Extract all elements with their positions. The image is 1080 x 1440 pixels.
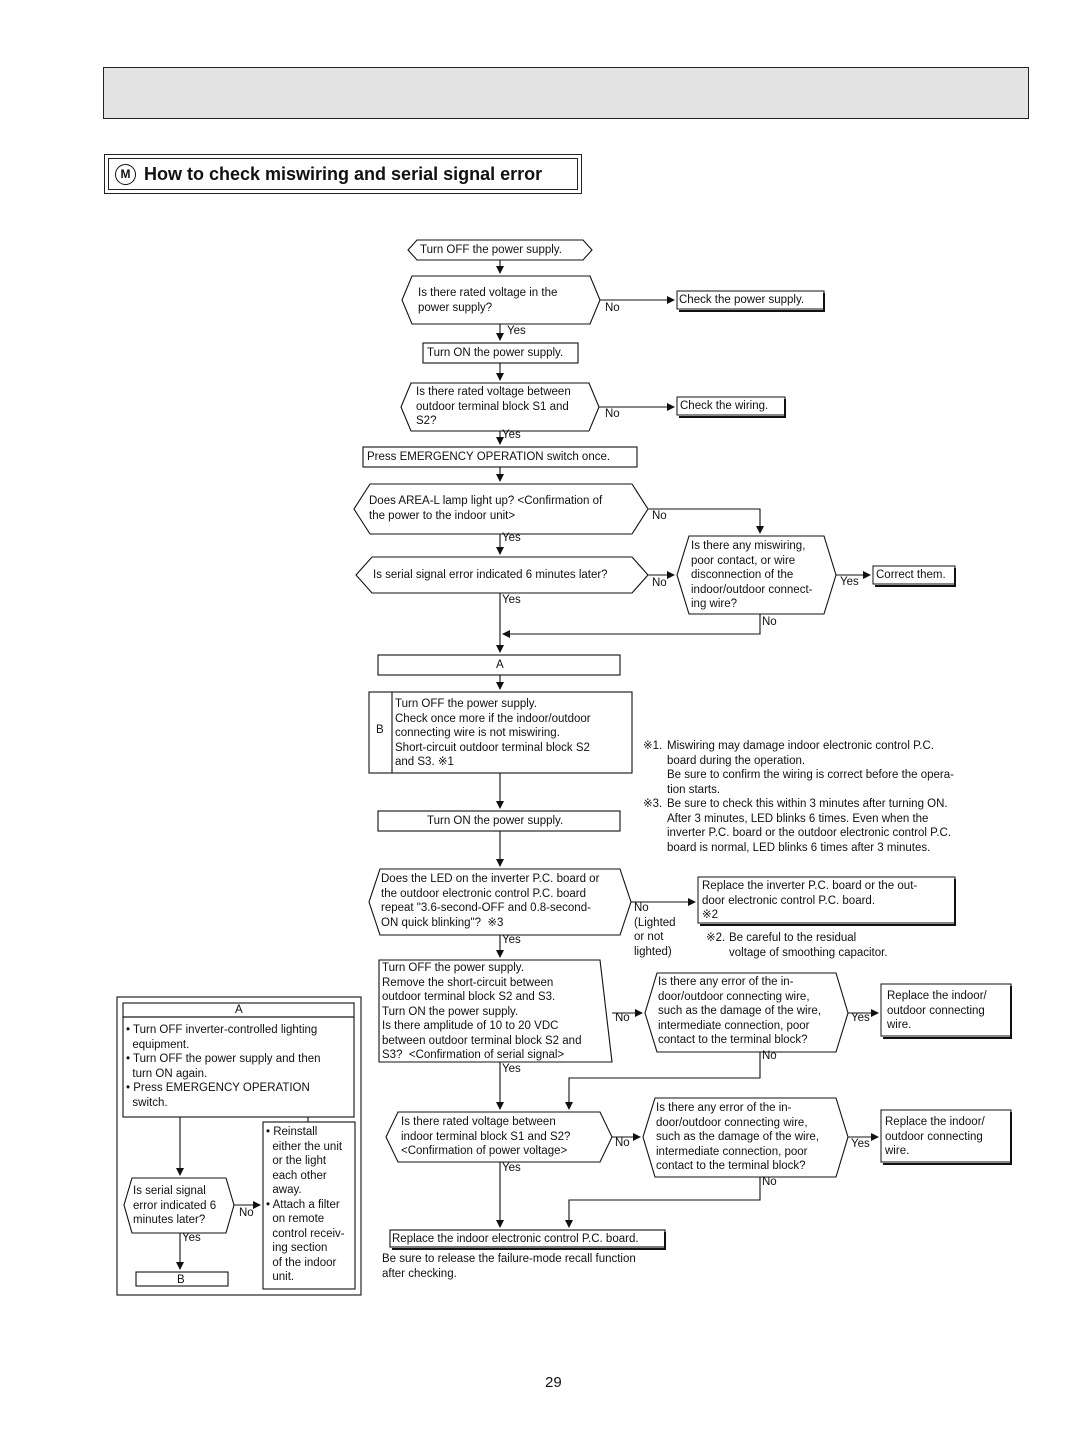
no-label: No	[762, 1050, 777, 1062]
note3-mark: ※3.	[643, 798, 663, 810]
section-title-box: M How to check miswiring and serial sign…	[104, 154, 582, 194]
decision-error-in-1	[644, 972, 849, 1053]
yes-label: Yes	[851, 1138, 870, 1150]
yes-label: Yes	[502, 594, 521, 606]
no-label: No	[605, 408, 620, 420]
no-label: No	[615, 1137, 630, 1149]
yes-label: Yes	[502, 429, 521, 441]
note1-mark: ※1.	[643, 740, 663, 752]
yes-label: Yes	[502, 934, 521, 946]
check-wiring: Check the wiring.	[680, 400, 769, 412]
yes-label: Yes	[851, 1012, 870, 1024]
header-bar	[103, 67, 1029, 119]
start-terminal	[407, 239, 593, 261]
s1-s2-indoor-question: Is there rated voltage between indoor te…	[401, 1116, 571, 1157]
decision-serial-error	[355, 556, 649, 594]
yes-label: Yes	[502, 1063, 521, 1075]
page-number: 29	[545, 1374, 562, 1391]
turn-on-power-1: Turn ON the power supply.	[427, 347, 564, 359]
no-label: No	[652, 510, 667, 522]
sub-decision-serial	[123, 1177, 235, 1234]
start-terminal-text: Turn OFF the power supply.	[420, 244, 562, 256]
replace-wire-1: Replace the indoor/ outdoor connecting w…	[887, 990, 987, 1031]
decision-s1-s2	[400, 382, 600, 432]
serial-error-question: Is serial signal error indicated 6 minut…	[373, 569, 608, 581]
correct-them: Correct them.	[876, 569, 946, 581]
no-label: No	[605, 302, 620, 314]
note1-text: Miswiring may damage indoor electronic c…	[667, 740, 954, 796]
check-power-supply: Check the power supply.	[679, 294, 805, 306]
note3-text: Be sure to check this within 3 minutes a…	[667, 798, 952, 854]
no-label: No	[615, 1012, 630, 1024]
replace-wire-2: Replace the indoor/ outdoor connecting w…	[885, 1116, 985, 1157]
decision-area-l	[353, 483, 649, 535]
error-in-question-2: Is there any error of the in- door/outdo…	[656, 1102, 820, 1172]
release-note: Be sure to release the failure-mode reca…	[382, 1253, 636, 1280]
no-label: No	[762, 1176, 777, 1188]
decision-miswiring	[676, 535, 837, 615]
amplitude-process: Turn OFF the power supply. Remove the sh…	[382, 962, 582, 1061]
note2-text: Be careful to the residual voltage of sm…	[729, 932, 888, 959]
replace-inverter-board: Replace the inverter P.C. board or the o…	[702, 880, 918, 921]
s1-s2-question: Is there rated voltage between outdoor t…	[416, 386, 571, 427]
turn-on-power-2: Turn ON the power supply.	[427, 815, 564, 827]
sub-a-items: • Turn OFF inverter-controlled lighting …	[126, 1024, 321, 1109]
no-label: No	[762, 616, 777, 628]
miswiring-question: Is there any miswiring, poor contact, or…	[691, 540, 813, 610]
connector-b: B	[376, 724, 384, 736]
connector-a: A	[496, 659, 504, 671]
sub-a-connector-b: B	[177, 1274, 185, 1286]
error-in-question-1: Is there any error of the in- door/outdo…	[658, 976, 822, 1046]
decision-s1-s2-indoor	[385, 1111, 613, 1163]
yes-label: Yes	[182, 1232, 201, 1244]
sub-a-remedy: • Reinstall either the unit or the light…	[266, 1126, 345, 1283]
area-l-question: Does AREA-L lamp light up? <Confirmation…	[369, 495, 603, 522]
led-question: Does the LED on the inverter P.C. board …	[381, 873, 600, 929]
yes-label: Yes	[507, 325, 526, 337]
process-amplitude	[378, 959, 613, 1063]
rated-voltage-question: Is there rated voltage in the power supp…	[418, 287, 558, 314]
decision-led	[368, 868, 632, 936]
decision-rated-voltage	[401, 275, 601, 325]
yes-label: Yes	[840, 576, 859, 588]
replace-indoor-pcb: Replace the indoor electronic control P.…	[392, 1233, 639, 1245]
note2-mark: ※2.	[706, 932, 726, 944]
no-lighted-label: No (Lighted or not lighted)	[634, 902, 676, 958]
yes-label: Yes	[502, 1162, 521, 1174]
section-title: How to check miswiring and serial signal…	[144, 163, 543, 184]
yes-label: Yes	[502, 532, 521, 544]
press-emergency: Press EMERGENCY OPERATION switch once.	[367, 451, 611, 463]
sub-a-serial-question: Is serial signal error indicated 6 minut…	[133, 1185, 217, 1226]
sub-a-label: A	[235, 1004, 243, 1016]
no-label: No	[652, 577, 667, 589]
b-box-text: Turn OFF the power supply. Check once mo…	[395, 698, 591, 768]
decision-error-in-2	[642, 1097, 849, 1178]
section-letter-badge: M	[115, 163, 136, 185]
no-label: No	[239, 1207, 254, 1219]
